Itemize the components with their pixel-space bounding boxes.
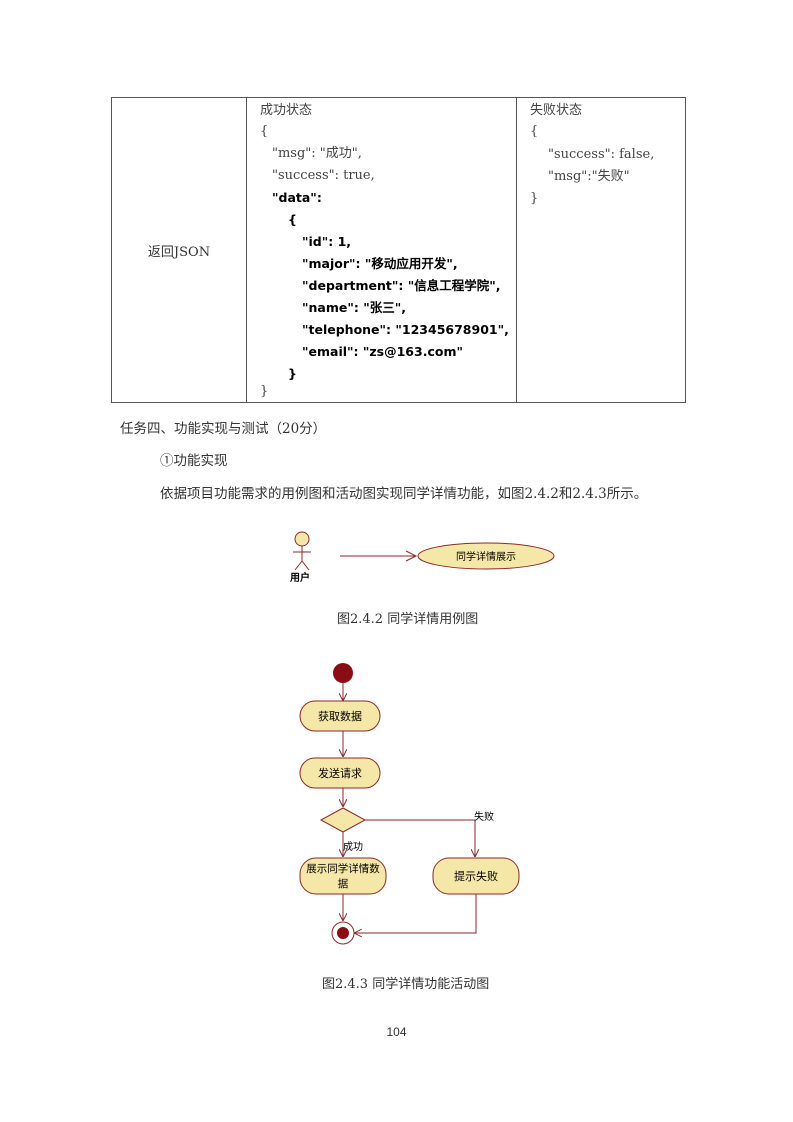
- activity-get-data-label: 获取数据: [318, 709, 362, 723]
- code-line: "success": true,: [272, 168, 375, 183]
- activity-show-failure-label: 提示失败: [454, 869, 498, 883]
- fail-branch-arrow: [365, 819, 475, 856]
- code-line: "name": "张三",: [302, 300, 406, 315]
- activity-show-details-label-2: 据: [338, 877, 349, 890]
- code-line: "major": "移动应用开发",: [302, 256, 458, 271]
- code-line: {: [260, 124, 269, 139]
- code-line: "msg":"失败": [548, 169, 630, 184]
- table-divider-1: [246, 98, 247, 402]
- code-line: }: [530, 191, 539, 206]
- page-number: 104: [386, 1025, 407, 1039]
- success-title: 成功状态: [260, 103, 313, 118]
- usecase-diagram: 用户 同学详情展示: [289, 531, 555, 584]
- activity-show-details-label-1: 展示同学详情数: [306, 862, 380, 875]
- activity-send-request-label: 发送请求: [318, 766, 362, 780]
- end-node: [331, 921, 355, 945]
- code-line: "telephone": "12345678901",: [302, 322, 509, 337]
- code-line: }: [288, 366, 297, 381]
- activity-get-data: [299, 700, 381, 732]
- actor-label: 用户: [289, 571, 310, 584]
- code-line: {: [288, 212, 297, 227]
- activity-diagram: 获取数据 发送请求 失败 成功 展示同学详情数 据 提示失败: [299, 663, 520, 945]
- code-line: "email": "zs@163.com": [302, 344, 463, 359]
- code-line: "success": false,: [548, 147, 655, 162]
- start-node: [333, 663, 353, 683]
- actor-icon: [293, 531, 311, 571]
- usecase-ellipse: [417, 542, 555, 570]
- code-line: "department": "信息工程学院",: [302, 278, 501, 293]
- table-row-label: 返回JSON: [147, 244, 211, 260]
- code-line: "msg": "成功",: [272, 146, 362, 161]
- code-line: "data":: [272, 190, 322, 205]
- sub-heading: ①功能实现: [160, 453, 228, 469]
- usecase-label: 同学详情展示: [456, 550, 516, 563]
- usecase-caption: 图2.4.2 同学详情用例图: [337, 612, 479, 627]
- code-line: "id": 1,: [302, 234, 352, 249]
- flow-arrow: [355, 894, 477, 933]
- body-paragraph: 依据项目功能需求的用例图和活动图实现同学详情功能，如图2.4.2和2.4.3所示…: [160, 486, 648, 502]
- code-line: }: [260, 384, 269, 399]
- fail-code-block: 失败状态 { "success": false, "msg":"失败" }: [530, 100, 654, 247]
- fail-title: 失败状态: [530, 103, 583, 118]
- arrow-head-icon: [405, 550, 418, 562]
- table-divider-2: [516, 98, 517, 402]
- fail-branch-label: 失败: [474, 810, 494, 823]
- task-heading: 任务四、功能实现与测试（20分）: [120, 421, 327, 437]
- return-json-table: 返回JSON 成功状态 { "msg": "成功", "success": tr…: [111, 97, 686, 403]
- decision-node: [319, 807, 367, 833]
- success-branch-label: 成功: [343, 841, 363, 853]
- activity-send-request: [299, 757, 381, 789]
- code-line: {: [530, 124, 539, 139]
- activity-caption: 图2.4.3 同学详情功能活动图: [322, 977, 490, 992]
- success-code-block: 成功状态 { "msg": "成功", "success": true, "da…: [260, 100, 509, 436]
